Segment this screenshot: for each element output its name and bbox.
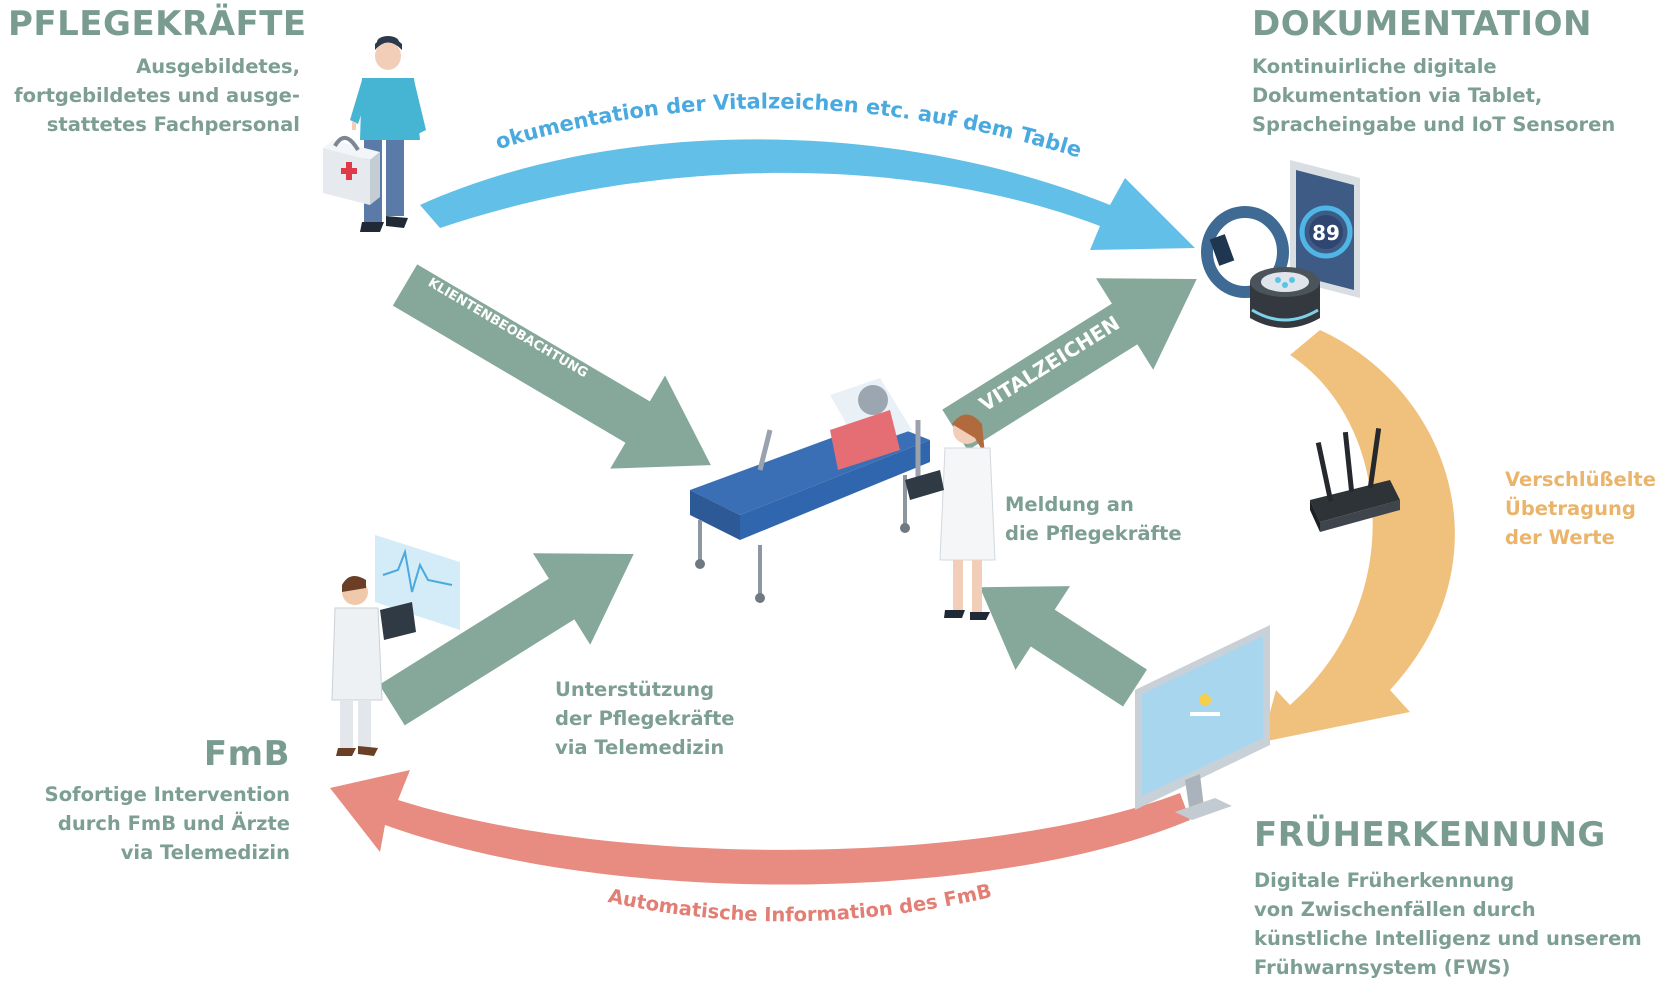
pflegekraefte-title: PFLEGEKRÄFTE xyxy=(8,4,307,44)
arrow-right-orange xyxy=(1262,330,1455,742)
meldung-label: Meldung an die Pflegekräfte xyxy=(1005,493,1182,545)
tablet-readout: 89 xyxy=(1312,221,1340,245)
arrow-direkte-klientenbeobachtung xyxy=(392,264,711,469)
arrow-bottom-label: Automatische Information des FmB xyxy=(606,879,993,926)
fmb-title: FmB xyxy=(203,734,290,774)
fmb-description: Sofortige Intervention durch FmB und Ärz… xyxy=(44,783,290,864)
arrow-unterstuetzung xyxy=(379,553,634,726)
unterstuetzung-label: Unterstützung der Pflegekräfte via Telem… xyxy=(555,678,735,759)
dokumentation-title: DOKUMENTATION xyxy=(1252,4,1592,44)
arrow-bottom-red xyxy=(330,770,1190,885)
frueherkennung-description: Digitale Früherkennung von Zwischenfälle… xyxy=(1254,869,1642,979)
router xyxy=(1310,428,1400,532)
pflegekraefte-description: Ausgebildetes, fortgebildetes und ausge-… xyxy=(14,55,300,136)
iot-devices: 89 xyxy=(1201,160,1360,328)
arrow-top-blue xyxy=(420,139,1195,250)
arrow-meldung xyxy=(979,586,1147,707)
nurse-figure xyxy=(323,36,426,232)
frueherkennung-title: FRÜHERKENNUNG xyxy=(1254,815,1606,855)
verschluesselt-label: Verschlüßelte Übetragung der Werte xyxy=(1505,468,1656,549)
monitor xyxy=(1135,625,1270,820)
patient-bed-scene xyxy=(690,378,996,620)
dokumentation-description: Kontinuirliche digitale Dokumentation vi… xyxy=(1252,55,1616,136)
doctor-telemedicine xyxy=(331,535,460,756)
arrow-vitalzeichen xyxy=(942,278,1197,451)
